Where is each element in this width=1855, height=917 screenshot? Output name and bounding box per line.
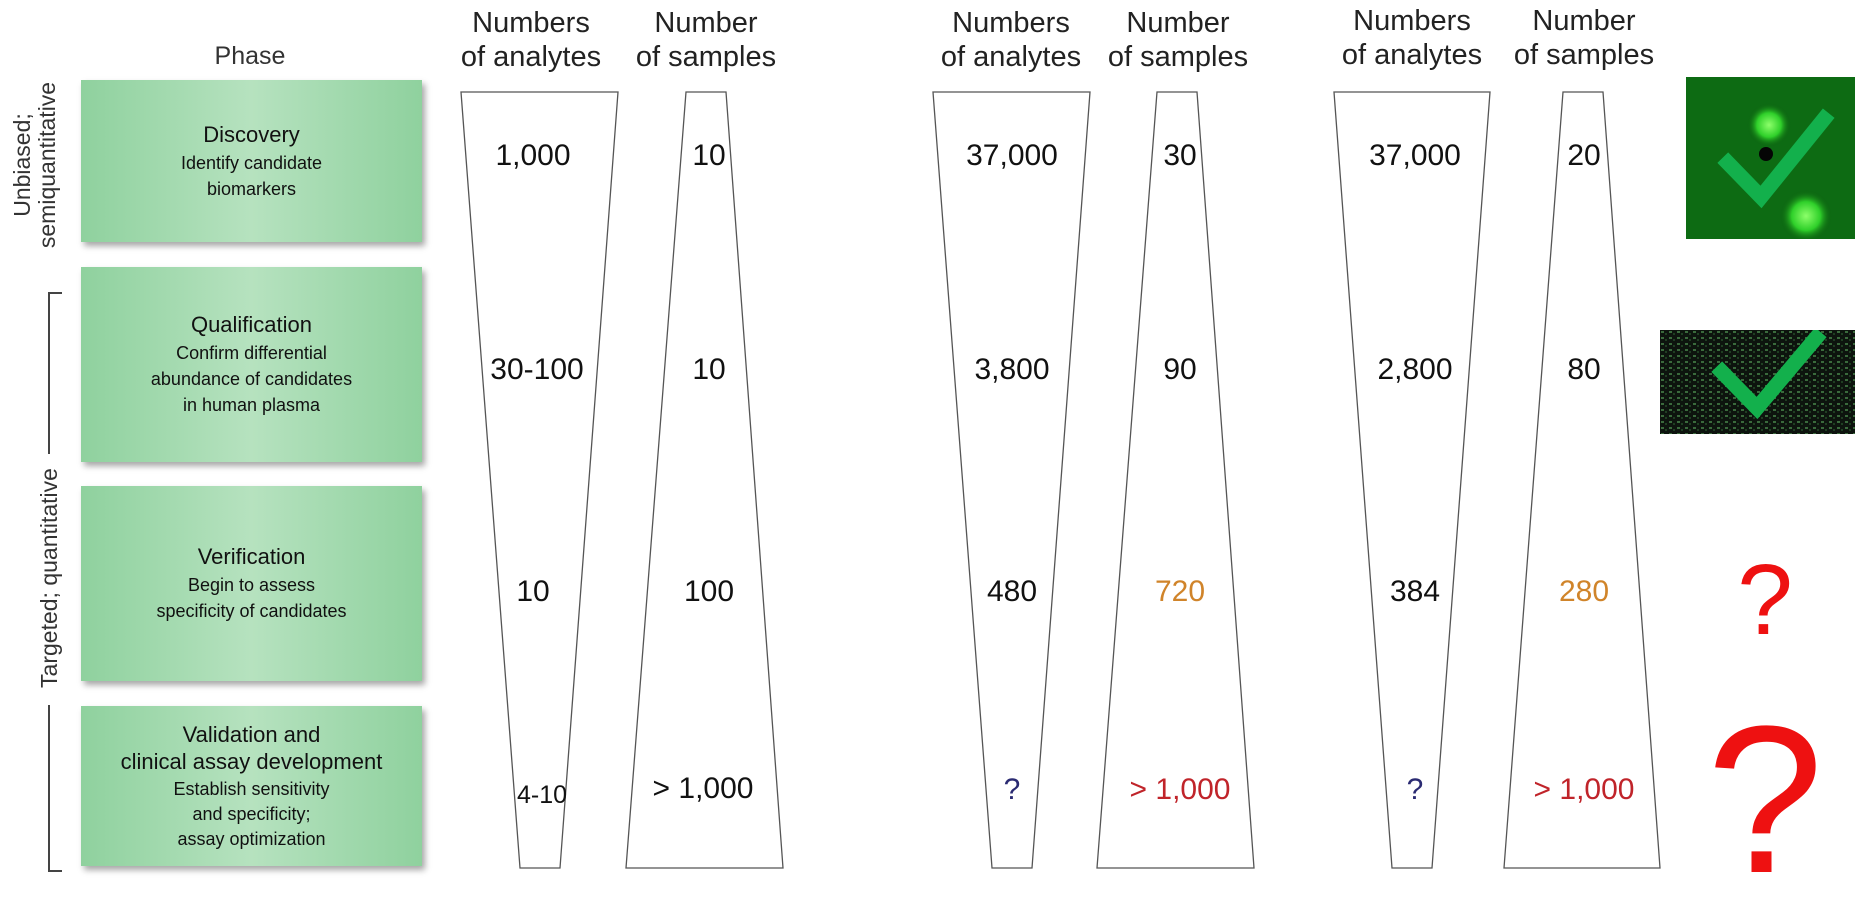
question-mark-small: ?: [1737, 544, 1793, 656]
analytes-header-3: Numbers of analytes: [1317, 4, 1507, 72]
samples-value-highlight: 280: [1558, 575, 1610, 608]
analytes-value: 480: [986, 575, 1038, 608]
analytes-value-unknown: ?: [1406, 773, 1424, 806]
samples-value-highlight: > 1,000: [1129, 773, 1231, 806]
analytes-value: 2,800: [1377, 353, 1453, 386]
samples-value: 10: [692, 139, 726, 172]
samples-funnel-2: [1096, 91, 1255, 869]
samples-value: 80: [1567, 353, 1601, 386]
phase-description-validation: Establish sensitivity and specificity; a…: [173, 777, 329, 852]
header-line: of samples: [1513, 39, 1655, 71]
samples-value: 100: [683, 575, 735, 608]
phase-description-line: and specificity;: [192, 803, 311, 824]
phase-description-line: Begin to assess: [187, 575, 316, 595]
phase-description-line: Identify candidate: [180, 152, 323, 173]
analytes-value: 384: [1389, 575, 1441, 608]
phase-description-line: abundance of candidates: [150, 369, 353, 389]
samples-header-1: Number of samples: [611, 6, 801, 74]
question-mark-large: ?: [1706, 682, 1824, 917]
samples-header-3: Number of samples: [1489, 4, 1679, 72]
header-line: of samples: [1107, 41, 1249, 73]
samples-value: 20: [1567, 139, 1601, 172]
fluorescent-spot-image-icon: [1686, 77, 1855, 239]
phase-title-validation: Validation and clinical assay developmen…: [121, 721, 383, 775]
targeted-bracket-top: [48, 292, 62, 454]
phase-title-line: Validation and: [182, 721, 321, 747]
analytes-value: 30-100: [490, 353, 584, 386]
analytes-header-1: Numbers of analytes: [436, 6, 626, 74]
phase-box-qualification: Qualification Confirm differential abund…: [81, 267, 422, 462]
header-line: Numbers: [1353, 5, 1471, 37]
phase-description-line: assay optimization: [177, 828, 326, 849]
targeted-bracket-bottom: [48, 705, 62, 872]
phase-description-line: Establish sensitivity: [173, 778, 330, 799]
header-line: of analytes: [1341, 39, 1483, 71]
header-line: of samples: [635, 41, 777, 73]
analytes-value: 37,000: [1369, 139, 1461, 172]
phase-description-line: in human plasma: [182, 395, 321, 415]
microarray-image-icon: [1660, 330, 1855, 434]
header-line: Numbers: [952, 7, 1070, 39]
header-line: of analytes: [460, 41, 602, 73]
phase-box-verification: Verification Begin to assess specificity…: [81, 486, 422, 681]
header-line: Number: [1532, 5, 1636, 37]
phase-description-line: specificity of candidates: [156, 601, 347, 621]
analytes-value: 4-10: [516, 781, 568, 809]
analytes-value: 10: [516, 575, 550, 608]
samples-value-highlight: > 1,000: [1533, 773, 1635, 806]
analytes-funnel-3: [1333, 91, 1491, 869]
header-line: of analytes: [940, 41, 1082, 73]
phase-header: Phase: [214, 42, 286, 70]
funnel-outlines: [460, 91, 1661, 869]
phase-description-verification: Begin to assess specificity of candidate…: [156, 572, 346, 624]
phase-description-line: Confirm differential: [176, 343, 327, 363]
samples-value-highlight: 720: [1154, 575, 1206, 608]
phase-box-discovery: Discovery Identify candidate biomarkers: [81, 80, 422, 242]
phase-title-line: clinical assay development: [120, 748, 383, 774]
phase-description-discovery: Identify candidate biomarkers: [181, 150, 322, 202]
samples-value: > 1,000: [652, 772, 754, 805]
analytes-value: 1,000: [495, 139, 571, 172]
phase-title-qualification: Qualification: [190, 312, 313, 337]
phase-description-qualification: Confirm differential abundance of candid…: [151, 340, 352, 418]
phase-title-discovery: Discovery: [203, 121, 300, 147]
checkmark-icon: [1711, 330, 1827, 420]
phase-title-verification: Verification: [197, 544, 306, 569]
header-line: Number: [654, 7, 758, 39]
header-line: Numbers: [472, 7, 590, 39]
analytes-header-2: Numbers of analytes: [916, 6, 1106, 74]
analytes-value: 37,000: [966, 139, 1058, 172]
samples-value: 90: [1163, 353, 1197, 386]
samples-funnel-3: [1503, 91, 1661, 869]
checkmark-icon: [1717, 108, 1835, 209]
samples-header-2: Number of samples: [1083, 6, 1273, 74]
samples-value: 10: [692, 353, 726, 386]
analytes-funnel-2: [932, 91, 1091, 869]
phase-description-line: biomarkers: [206, 178, 296, 199]
header-line: Number: [1126, 7, 1230, 39]
analytes-value-unknown: ?: [1003, 773, 1021, 806]
phase-box-validation: Validation and clinical assay developmen…: [81, 706, 422, 866]
samples-value: 30: [1163, 139, 1197, 172]
analytes-funnel-1: [460, 91, 619, 869]
samples-funnel-1: [625, 91, 784, 869]
analytes-value: 3,800: [974, 353, 1050, 386]
